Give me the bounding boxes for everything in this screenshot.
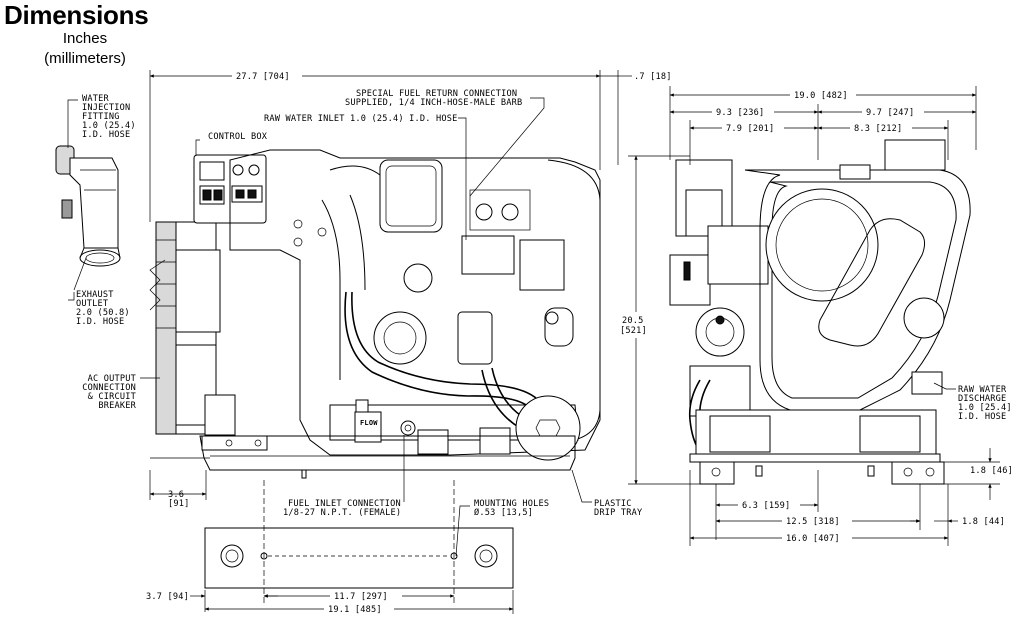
svg-text:& CIRCUIT: & CIRCUIT	[88, 392, 136, 402]
dim-overall-width: 19.0 [482]	[794, 91, 848, 101]
svg-text:DRIP TRAY: DRIP TRAY	[594, 508, 643, 518]
svg-text:OUTLET: OUTLET	[76, 299, 108, 309]
end-view-dimensions	[618, 86, 1000, 546]
dim-left-width: 9.3 [236]	[716, 108, 764, 118]
dim-base-inset: 3.7 [94]	[146, 592, 189, 602]
dim-hole-spacing: 11.7 [297]	[334, 592, 388, 602]
svg-text:PLASTIC: PLASTIC	[594, 499, 632, 509]
callout-raw-water-inlet: RAW WATER INLET 1.0 (25.4) I.D. HOSE	[264, 114, 457, 124]
svg-text:FUEL INLET CONNECTION: FUEL INLET CONNECTION	[288, 499, 401, 509]
dim-overall-length: 27.7 [704]	[236, 72, 290, 82]
svg-text:BREAKER: BREAKER	[98, 401, 136, 411]
dim-tray-offset-mm: [91]	[168, 499, 190, 509]
svg-text:1.0 [25.4]: 1.0 [25.4]	[958, 403, 1012, 413]
dim-base-length: 19.1 [485]	[328, 605, 382, 615]
svg-text:DISCHARGE: DISCHARGE	[958, 394, 1006, 404]
svg-text:Ø.53 [13,5]: Ø.53 [13,5]	[474, 507, 533, 518]
svg-text:1/8-27 N.P.T. (FEMALE): 1/8-27 N.P.T. (FEMALE)	[283, 508, 401, 518]
side-view-dimensions	[149, 70, 632, 615]
callout-ac-output: AC OUTPUT CONNECTION & CIRCUIT BREAKER	[82, 374, 136, 411]
dim-left-inner: 7.9 [201]	[726, 124, 774, 134]
svg-text:FITTING: FITTING	[82, 112, 120, 122]
dim-tray-offset: 3.6	[168, 490, 184, 500]
svg-text:I.D. HOSE: I.D. HOSE	[82, 130, 130, 140]
page-title: Dimensions	[4, 0, 149, 30]
dim-base-width: 16.0 [407]	[786, 534, 840, 544]
dim-foot-spacing: 12.5 [318]	[786, 517, 840, 527]
dim-right-inner: 8.3 [212]	[854, 124, 902, 134]
svg-text:2.0 (50.8): 2.0 (50.8)	[76, 308, 130, 318]
dim-front-offset: .7 [18]	[634, 72, 672, 82]
base-plan-view	[204, 527, 514, 589]
svg-text:AC OUTPUT: AC OUTPUT	[88, 374, 136, 384]
units-line-millimeters: (millimeters)	[44, 50, 126, 67]
exhaust-fitting-drawing	[55, 145, 121, 267]
svg-text:EXHAUST: EXHAUST	[76, 290, 114, 300]
svg-text:I.D. HOSE: I.D. HOSE	[958, 412, 1006, 422]
dim-height-mm: [521]	[620, 326, 647, 336]
callout-drip-tray: PLASTIC DRIP TRAY	[594, 499, 643, 518]
dim-foot-height: 1.8 [46]	[970, 466, 1013, 476]
dim-foot-center: 6.3 [159]	[742, 501, 790, 511]
leader-lines	[67, 97, 956, 557]
svg-text:SPECIAL FUEL RETURN CONNECTION: SPECIAL FUEL RETURN CONNECTION	[356, 89, 517, 99]
svg-text:I.D. HOSE: I.D. HOSE	[76, 317, 124, 327]
dim-height: 20.5	[622, 316, 644, 326]
svg-text:MOUNTING HOLES: MOUNTING HOLES	[474, 499, 549, 509]
svg-text:SUPPLIED, 1/4 INCH-HOSE-MALE B: SUPPLIED, 1/4 INCH-HOSE-MALE BARB	[345, 98, 522, 108]
generator-side-view	[149, 149, 601, 479]
callout-control-box: CONTROL BOX	[208, 132, 268, 142]
callout-fuel-return: SPECIAL FUEL RETURN CONNECTION SUPPLIED,…	[345, 89, 522, 108]
dim-right-width: 9.7 [247]	[866, 108, 914, 118]
callout-exhaust-outlet: EXHAUST OUTLET 2.0 (50.8) I.D. HOSE	[76, 290, 130, 327]
svg-text:RAW WATER: RAW WATER	[958, 385, 1007, 395]
generator-end-view	[669, 139, 971, 485]
callout-fuel-inlet: FUEL INLET CONNECTION 1/8-27 N.P.T. (FEM…	[283, 499, 401, 518]
svg-text:CONNECTION: CONNECTION	[82, 383, 136, 393]
callout-raw-water-discharge: RAW WATER DISCHARGE 1.0 [25.4] I.D. HOSE	[958, 385, 1012, 422]
units-line-inches: Inches	[62, 30, 108, 47]
dim-foot-offset: 1.8 [44]	[962, 517, 1005, 527]
svg-text:1.0 (25.4): 1.0 (25.4)	[82, 121, 136, 131]
callout-water-injection: WATER INJECTION FITTING 1.0 (25.4) I.D. …	[82, 94, 136, 140]
svg-text:INJECTION: INJECTION	[82, 103, 130, 113]
callout-mounting-holes: MOUNTING HOLES Ø.53 [13,5]	[474, 499, 549, 518]
svg-text:WATER: WATER	[82, 94, 109, 104]
flow-label: FLOW	[360, 419, 378, 427]
